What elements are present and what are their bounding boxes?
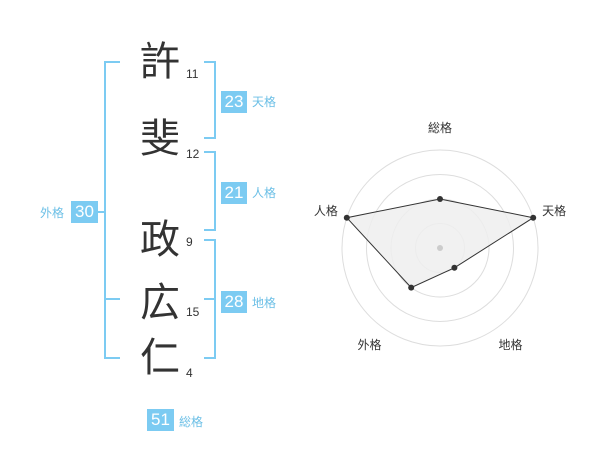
chikaku-value-badge: 28 [221, 291, 247, 313]
chikaku-bracket-mid-tick [204, 298, 216, 300]
soukaku-value-badge: 51 [147, 409, 174, 431]
name-character-4: 広 [140, 280, 180, 326]
radar-center-point [437, 245, 443, 251]
radar-axis-label-4: 外格 [357, 337, 381, 352]
stroke-count-2: 12 [186, 147, 200, 161]
name-character-1: 許 [140, 39, 180, 85]
jinkaku-bracket-top [204, 151, 216, 153]
radar-point-4 [408, 284, 415, 291]
name-character-2: 斐 [140, 116, 180, 162]
jinkaku-bracket-bottom [204, 229, 216, 231]
radar-area [345, 198, 535, 289]
gaikaku-bracket-top [104, 61, 120, 63]
chikaku-label: 地格 [252, 296, 277, 310]
radar-axis-label-5: 人格 [314, 203, 338, 218]
gaikaku-bracket-bottom [104, 357, 120, 359]
jinkaku-label: 人格 [252, 186, 277, 200]
stroke-count-4: 15 [186, 305, 200, 319]
soukaku-label: 総格 [179, 415, 204, 429]
radar-ring-3 [366, 174, 514, 322]
tenkaku-bracket-bottom [204, 137, 216, 139]
radar-ring-4 [341, 149, 539, 347]
stroke-count-3: 9 [186, 235, 193, 249]
gaikaku-bracket-vertical [104, 61, 106, 359]
tenkaku-bracket-top [204, 61, 216, 63]
radar-point-2 [530, 214, 537, 221]
name-character-3: 政 [140, 217, 180, 263]
stroke-count-1: 11 [186, 67, 199, 81]
gaikaku-bracket-connector [98, 211, 104, 213]
jinkaku-value-badge: 21 [221, 182, 247, 204]
chikaku-bracket-bottom [204, 357, 216, 359]
radar-axis-label-2: 天格 [542, 203, 566, 218]
radar-axis-label-1: 総格 [428, 120, 452, 135]
radar-point-5 [343, 214, 350, 221]
radar-points [343, 196, 537, 291]
gaikaku-bracket-mid-tick [104, 298, 120, 300]
radar-series-area [345, 198, 535, 289]
chikaku-bracket-top [204, 239, 216, 241]
tenkaku-bracket-vertical [214, 61, 216, 139]
stroke-count-5: 4 [186, 366, 193, 380]
gaikaku-value-badge: 30 [71, 201, 98, 223]
name-character-5: 仁 [140, 335, 180, 381]
name-fortune-diagram: 許 11 斐 12 政 9 広 15 仁 4 23 天格 21 人格 28 地格… [40, 39, 277, 431]
jinkaku-bracket-vertical [214, 151, 216, 231]
radar-axis-label-3: 地格 [498, 337, 522, 352]
tenkaku-value-badge: 23 [221, 91, 247, 113]
tenkaku-label: 天格 [252, 95, 277, 109]
gaikaku-label: 外格 [40, 206, 65, 220]
radar-point-3 [451, 264, 458, 271]
radar-point-1 [437, 196, 443, 202]
